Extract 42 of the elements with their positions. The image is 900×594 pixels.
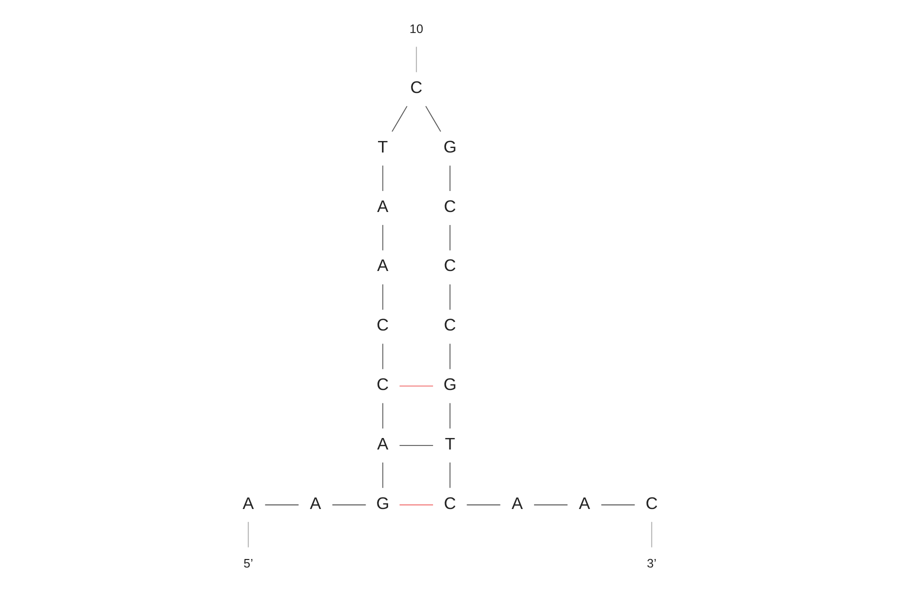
node-text: 3’ bbox=[646, 556, 657, 570]
connector bbox=[382, 165, 384, 192]
node-text: A bbox=[377, 196, 388, 216]
node-text: A bbox=[242, 494, 254, 513]
connector bbox=[399, 445, 434, 446]
node-text: G bbox=[376, 494, 390, 513]
node-text: T bbox=[378, 137, 388, 156]
connector bbox=[382, 343, 384, 370]
node-text: C bbox=[410, 78, 422, 98]
node-text: C bbox=[444, 316, 456, 335]
connector bbox=[264, 504, 300, 506]
connector bbox=[382, 402, 384, 429]
connector bbox=[466, 504, 501, 506]
node-text: C bbox=[376, 375, 389, 394]
connector bbox=[534, 504, 568, 506]
connector bbox=[399, 386, 434, 387]
node-text: C bbox=[444, 494, 456, 513]
connector bbox=[399, 504, 434, 506]
node-text: T bbox=[444, 434, 456, 454]
connector bbox=[382, 224, 384, 251]
connector bbox=[416, 46, 417, 73]
node-text: G bbox=[443, 137, 457, 156]
node-text: C bbox=[646, 494, 658, 513]
connector bbox=[651, 521, 652, 548]
node-text: C bbox=[444, 256, 456, 276]
node-text: 10 bbox=[410, 22, 424, 36]
node-text: C bbox=[376, 316, 389, 335]
connector bbox=[425, 106, 442, 132]
connector bbox=[382, 462, 384, 488]
node-text: G bbox=[443, 375, 457, 394]
node-text: A bbox=[310, 494, 322, 513]
connector bbox=[600, 504, 636, 506]
node-text: A bbox=[377, 256, 388, 276]
node-text: A bbox=[512, 494, 523, 513]
node-text: 5’ bbox=[243, 556, 254, 570]
connector bbox=[392, 106, 408, 132]
node-text: C bbox=[444, 196, 456, 216]
connector bbox=[382, 284, 384, 310]
node-text: A bbox=[377, 434, 388, 454]
connector bbox=[332, 504, 366, 506]
connector bbox=[248, 521, 249, 548]
node-text: A bbox=[578, 494, 590, 513]
